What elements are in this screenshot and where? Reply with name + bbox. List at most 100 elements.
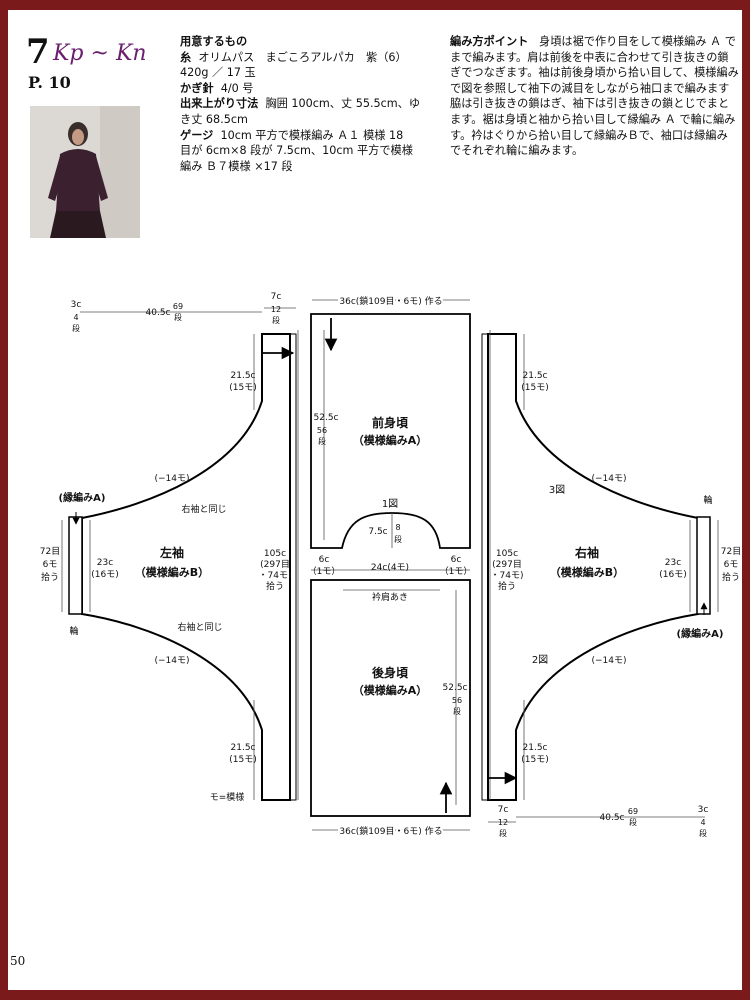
right-armhole-bottom-motif: (15モ) bbox=[521, 755, 548, 765]
left-top-cuff-rows: 4 bbox=[73, 313, 78, 322]
right-sleeve-outline bbox=[487, 333, 699, 801]
fig2-label: 2図 bbox=[532, 654, 548, 666]
size-label: 出来上がり寸法 bbox=[180, 97, 259, 111]
left-cuff-pick-word: 拾う bbox=[41, 571, 59, 583]
right-sleeve-motif: (16モ) bbox=[659, 570, 686, 580]
left-cuff-pick-motifs: 6モ bbox=[43, 560, 58, 570]
left-sleeve-width: 23c bbox=[97, 558, 113, 568]
left-top-side-unit: 段 bbox=[272, 315, 280, 325]
right-bottom-cuff-len: 3c bbox=[698, 805, 709, 815]
left-hem-width: 105c bbox=[264, 549, 286, 559]
right-hem-width: 105c bbox=[496, 549, 518, 559]
right-bottom-cuff-rows: 4 bbox=[700, 818, 705, 827]
neck-depth: 7.5c bbox=[368, 527, 387, 537]
left-cuff-pick-stitches: 72目 bbox=[40, 546, 60, 557]
left-sleeve-title: 左袖 bbox=[159, 545, 184, 560]
same-as-right-bottom: 右袖と同じ bbox=[177, 621, 222, 633]
points-line-2: まで編みます。肩は前後を中表に合わせて引き抜きの鎖 bbox=[450, 50, 729, 64]
points-line-1: 身頃は裾で作り目をして模様編み Ａ で bbox=[539, 35, 736, 48]
neck-width: 24c(4モ) bbox=[371, 563, 409, 573]
model-photo bbox=[30, 106, 140, 238]
right-bottom-cuff-unit: 段 bbox=[699, 828, 707, 838]
right-cuff-pick-motifs: 6モ bbox=[724, 560, 739, 570]
brand-logo: Kp ~ Kn bbox=[53, 41, 147, 66]
size-value-2: き丈 68.5cm bbox=[180, 113, 248, 126]
hook-value: 4/0 号 bbox=[220, 81, 254, 95]
width-top-label: 36c(鎖109目・6モ) 作る bbox=[339, 295, 442, 307]
right-dec-top: (−14モ) bbox=[591, 474, 626, 484]
page-reference: P. 10 bbox=[28, 73, 71, 92]
left-armhole-bottom-motif: (15モ) bbox=[229, 755, 256, 765]
left-dec-top: (−14モ) bbox=[154, 474, 189, 484]
size-value-1: 胸囲 100cm、丈 55.5cm、ゆ bbox=[265, 97, 421, 111]
gauge-value-3: 編み Ｂ７模様 ×17 段 bbox=[180, 159, 293, 173]
front-rows-unit: 段 bbox=[318, 436, 326, 446]
left-sleeve-motif: (16モ) bbox=[91, 570, 118, 580]
right-sleeve-title: 右袖 bbox=[574, 545, 599, 560]
pattern-number: 7 bbox=[26, 32, 50, 72]
right-bottom-sleeve-rows: 69 bbox=[628, 807, 638, 816]
right-bottom-side-len: 7c bbox=[498, 805, 509, 815]
left-top-sleeve-unit: 段 bbox=[174, 312, 182, 322]
neck-rows: 8 bbox=[395, 523, 400, 532]
shoulder-right-width: 6c bbox=[451, 555, 462, 565]
left-side-band bbox=[289, 333, 297, 801]
width-bottom-label: 36c(鎖109目・6モ) 作る bbox=[339, 825, 442, 837]
width-bottom-label-bg: 36c(鎖109目・6モ) 作る bbox=[339, 825, 442, 837]
left-top-side-len: 7c bbox=[271, 292, 282, 302]
points-line-8: でそれぞれ輪に編みます。 bbox=[450, 144, 584, 158]
front-rows: 56 bbox=[317, 426, 327, 435]
right-armhole-bottom-len: 21.5c bbox=[523, 743, 548, 753]
right-ring-label: 輪 bbox=[703, 494, 712, 506]
left-hem-stitches: (297目 bbox=[260, 559, 290, 570]
points-line-5: 脇は引き抜きの鎖はぎ、袖下は引き抜きの鎖とじでまと bbox=[450, 97, 730, 111]
hook-label: かぎ針 bbox=[180, 81, 214, 95]
yarn-value: オリムパス まごころアルパカ 紫（6） bbox=[198, 50, 407, 64]
left-top-sleeve-len: 40.5c bbox=[146, 308, 171, 318]
right-hem-pick: 拾う bbox=[498, 580, 516, 592]
left-cuff bbox=[68, 516, 83, 615]
back-title: 後身頃 bbox=[372, 665, 409, 680]
same-as-right-top: 右袖と同じ bbox=[181, 503, 226, 515]
right-armhole-top-motif: (15モ) bbox=[521, 383, 548, 393]
left-armhole-top-len: 21.5c bbox=[231, 371, 256, 381]
back-pattern: （模様編みA） bbox=[353, 683, 428, 697]
back-length: 52.5c bbox=[443, 683, 468, 693]
front-bodice-outline bbox=[310, 313, 471, 549]
motif-note: モ=模様 bbox=[210, 791, 245, 803]
left-hem-motifs: ・74モ) bbox=[259, 571, 292, 581]
back-bodice-outline bbox=[310, 579, 471, 817]
points-heading: 編み方ポイント bbox=[450, 35, 529, 48]
fig3-label: 3図 bbox=[549, 484, 565, 496]
front-pattern: （模様編みA） bbox=[353, 433, 428, 447]
left-top-cuff-len: 3c bbox=[71, 300, 82, 310]
shoulder-right-motif: （1モ） bbox=[440, 566, 473, 577]
yarn-label: 糸 bbox=[180, 50, 192, 64]
left-sleeve-outline bbox=[81, 333, 291, 801]
yarn-amount: 420g ／ 17 玉 bbox=[180, 66, 256, 80]
right-side-band bbox=[481, 333, 489, 801]
left-armhole-top-motif: (15モ) bbox=[229, 383, 256, 393]
right-sleeve-pattern: （模様編みB） bbox=[550, 565, 624, 579]
right-edge-label: (縁編みA) bbox=[677, 627, 724, 640]
gauge-value-2: 目が 6cm×8 段が 7.5cm、10cm 平方で模様 bbox=[180, 144, 413, 158]
left-edge-label: (縁編みA) bbox=[59, 491, 106, 504]
right-bottom-side-rows: 12 bbox=[498, 818, 508, 827]
points-line-6: ます。裾は身頃と袖から拾い目して縁編み Ａ で輪に編み bbox=[450, 113, 736, 126]
right-cuff bbox=[696, 516, 711, 615]
left-ring-label: 輪 bbox=[69, 625, 78, 637]
left-top-cuff-unit: 段 bbox=[72, 323, 80, 333]
shoulder-left-width: 6c bbox=[319, 555, 330, 565]
left-armhole-bottom-len: 21.5c bbox=[231, 743, 256, 753]
points-line-7: す。衿はぐりから拾い目して縁編みＢで、袖口は縁編み bbox=[450, 128, 728, 142]
points-line-3: ぎでつなぎます。袖は前後身頃から拾い目して、模様編み bbox=[450, 66, 739, 80]
right-hem-motifs: ・74モ) bbox=[491, 571, 524, 581]
right-armhole-top-len: 21.5c bbox=[523, 371, 548, 381]
right-hem-stitches: (297目 bbox=[492, 559, 522, 570]
right-bottom-sleeve-unit: 段 bbox=[629, 817, 637, 827]
back-rows-unit: 段 bbox=[453, 706, 461, 716]
back-rows: 56 bbox=[452, 696, 462, 705]
neck-rows-unit: 段 bbox=[394, 534, 402, 544]
left-dec-bottom: (−14モ) bbox=[154, 656, 189, 666]
materials-heading: 用意するもの bbox=[180, 35, 248, 48]
